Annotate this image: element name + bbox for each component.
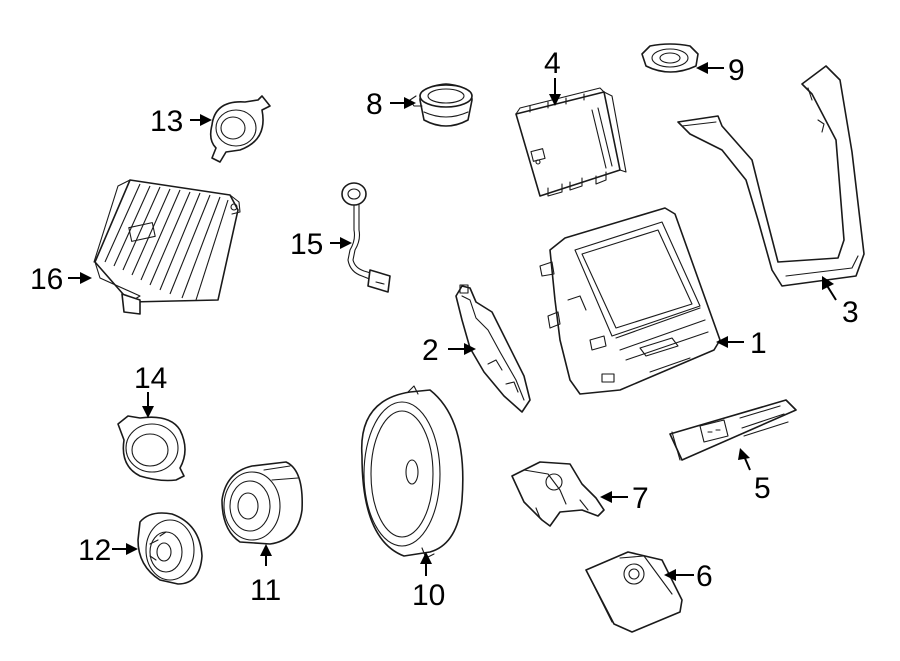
svg-text:10: 10 xyxy=(412,579,445,612)
part-10-woofer xyxy=(360,385,464,559)
svg-text:1: 1 xyxy=(750,327,767,360)
callout-7: 7 xyxy=(600,482,649,515)
callout-5: 5 xyxy=(738,448,771,505)
part-1-display-panel xyxy=(539,207,721,395)
callout-3: 3 xyxy=(822,276,859,329)
callout-11: 11 xyxy=(250,544,281,607)
part-4-radio-module xyxy=(515,87,627,197)
callout-15: 15 xyxy=(290,228,352,261)
callout-8: 8 xyxy=(366,88,416,121)
svg-text:11: 11 xyxy=(250,574,281,607)
callout-6: 6 xyxy=(664,560,713,593)
part-9-speaker xyxy=(641,43,699,73)
svg-text:15: 15 xyxy=(290,228,323,261)
svg-text:14: 14 xyxy=(134,362,167,395)
part-3-trim-bezel xyxy=(677,65,865,287)
part-15-cable xyxy=(341,182,391,293)
svg-text:5: 5 xyxy=(754,472,771,505)
svg-text:12: 12 xyxy=(78,534,111,567)
svg-text:13: 13 xyxy=(150,105,183,138)
svg-text:4: 4 xyxy=(544,47,561,80)
part-12-speaker xyxy=(137,512,203,585)
heat-sink-fins xyxy=(104,183,229,301)
part-6-module xyxy=(585,551,683,633)
svg-text:16: 16 xyxy=(30,263,63,296)
svg-text:2: 2 xyxy=(422,334,439,367)
part-2-bracket xyxy=(455,284,531,413)
svg-text:7: 7 xyxy=(632,482,649,515)
callout-1: 1 xyxy=(716,327,767,360)
svg-text:9: 9 xyxy=(728,54,745,87)
svg-text:8: 8 xyxy=(366,88,383,121)
svg-text:3: 3 xyxy=(842,296,859,329)
part-5-receiver xyxy=(669,399,797,461)
callout-10: 10 xyxy=(412,552,445,612)
callout-2: 2 xyxy=(422,334,476,367)
part-14-speaker-ring xyxy=(117,415,186,482)
callout-13: 13 xyxy=(150,105,212,138)
callout-4: 4 xyxy=(544,47,561,106)
part-13-tweeter xyxy=(209,95,271,163)
part-11-speaker xyxy=(221,461,303,545)
part-7-bracket xyxy=(511,461,605,527)
callout-14: 14 xyxy=(134,362,167,418)
callout-9: 9 xyxy=(696,54,745,87)
callout-12: 12 xyxy=(78,534,138,567)
callout-16: 16 xyxy=(30,263,92,296)
svg-text:6: 6 xyxy=(696,560,713,593)
part-16-amplifier xyxy=(93,179,241,315)
part-8-tweeter xyxy=(409,83,473,127)
